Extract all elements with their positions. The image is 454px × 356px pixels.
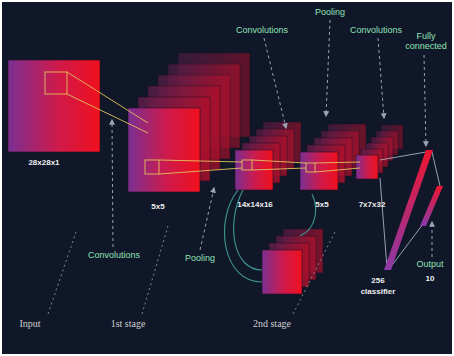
fully-connected-bar	[384, 150, 433, 270]
dimension-label: 14x14x16	[237, 200, 273, 209]
feature-maps	[8, 53, 403, 294]
stage-label: 2nd stage	[253, 318, 291, 330]
dimension-label: 5x5	[151, 202, 164, 211]
stage-lines	[48, 226, 335, 314]
operation-label: Pooling	[185, 253, 215, 263]
dimension-label: 7x7x32	[359, 200, 386, 209]
operation-label: Convolutions	[236, 25, 288, 35]
dimension-label: 5x5	[315, 200, 328, 209]
dimension-label: 10	[426, 274, 435, 283]
feature-map	[300, 152, 338, 190]
dimension-label: 256	[371, 276, 384, 285]
leader-arrows	[112, 20, 432, 257]
operation-label: Convolutions	[88, 250, 140, 260]
classifier-label: classifier	[361, 287, 396, 296]
dimension-label: 28x28x1	[28, 158, 59, 167]
feature-map	[128, 108, 200, 192]
operation-label: Convolutions	[350, 25, 402, 35]
receptive-fields	[45, 72, 360, 174]
feature-map	[8, 60, 100, 152]
feature-map	[262, 250, 302, 294]
stage-label: 1st stage	[111, 318, 146, 330]
operation-label: Pooling	[315, 7, 345, 17]
feature-map	[356, 155, 378, 179]
output-bar	[420, 186, 443, 226]
operation-label: Output	[416, 259, 443, 269]
branch-curves	[225, 190, 316, 282]
stage-label: Input	[19, 318, 40, 330]
operation-label: Fully connected	[403, 31, 449, 52]
